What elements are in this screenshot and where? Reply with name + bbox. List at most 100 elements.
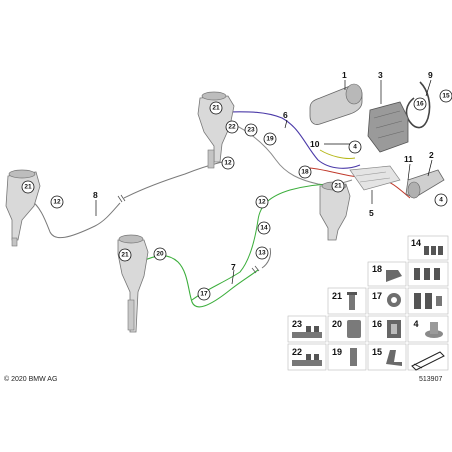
item-number-7: 7 xyxy=(231,262,236,272)
legend-cell-19: 19 xyxy=(327,343,367,371)
leader-6 xyxy=(284,119,288,129)
callout-4-b: 4 xyxy=(434,193,448,207)
svg-text:23: 23 xyxy=(247,127,255,134)
svg-text:12: 12 xyxy=(53,199,61,206)
callout-13: 13 xyxy=(255,246,269,260)
svg-text:21: 21 xyxy=(24,184,32,191)
callout-20: 20 xyxy=(153,247,167,261)
svg-text:22: 22 xyxy=(292,347,302,357)
compressor xyxy=(309,83,363,125)
svg-text:17: 17 xyxy=(372,291,382,301)
svg-text:17: 17 xyxy=(200,291,208,298)
leader-2 xyxy=(427,159,433,177)
svg-text:20: 20 xyxy=(332,319,342,329)
svg-text:21: 21 xyxy=(212,105,220,112)
legend-cell-16: 16 xyxy=(367,315,407,343)
legend-cell-18: 18 xyxy=(367,261,407,287)
svg-text:18: 18 xyxy=(301,169,309,176)
leader-11 xyxy=(407,163,411,181)
air-line-7 xyxy=(139,255,259,308)
air-line-7-up xyxy=(191,183,335,301)
callout-23: 23 xyxy=(244,123,258,137)
legend-cell-22: 22 xyxy=(287,343,327,371)
callout-4-a: 4 xyxy=(348,140,362,154)
item-number-10: 10 xyxy=(310,139,320,149)
air-strut-rear-left xyxy=(5,169,41,247)
callout-18: 18 xyxy=(298,165,312,179)
svg-text:23: 23 xyxy=(292,319,302,329)
svg-text:19: 19 xyxy=(266,136,274,143)
svg-text:4: 4 xyxy=(439,197,443,204)
svg-text:21: 21 xyxy=(334,183,342,190)
copyright: © 2020 BMW AG xyxy=(4,375,57,383)
air-line-8-right xyxy=(123,161,223,199)
callout-14: 14 xyxy=(257,221,271,235)
air-strut-front-right xyxy=(197,91,235,169)
svg-text:13: 13 xyxy=(258,250,266,257)
callout-19: 19 xyxy=(263,132,277,146)
callout-21-left: 21 xyxy=(21,180,35,194)
leader-9 xyxy=(425,79,432,97)
callout-21-top: 21 xyxy=(209,101,223,115)
hose-9 xyxy=(405,81,431,129)
callout-12-mid: 12 xyxy=(221,156,235,170)
air-line-yellow xyxy=(319,149,356,159)
item-number-11: 11 xyxy=(404,154,413,164)
item-number-1: 1 xyxy=(342,70,347,80)
svg-text:4: 4 xyxy=(413,319,418,329)
callout-16: 16 xyxy=(413,97,427,111)
svg-text:14: 14 xyxy=(411,238,421,248)
air-reservoir xyxy=(405,169,445,199)
svg-text:21: 21 xyxy=(121,252,129,259)
svg-text:14: 14 xyxy=(260,225,268,232)
parts-legend: 14 18 21 17 23 xyxy=(287,235,449,371)
item-number-9: 9 xyxy=(428,70,433,80)
item-number-2: 2 xyxy=(429,150,434,160)
valve-block xyxy=(367,101,409,153)
svg-text:16: 16 xyxy=(416,101,424,108)
item-number-8: 8 xyxy=(93,190,98,200)
svg-text:22: 22 xyxy=(228,124,236,131)
svg-text:16: 16 xyxy=(372,319,382,329)
break-mark-a xyxy=(117,194,126,203)
item-number-5: 5 xyxy=(369,208,374,218)
legend-cell-23: 23 xyxy=(287,315,327,343)
callout-17: 17 xyxy=(197,287,211,301)
item-number-3: 3 xyxy=(378,70,383,80)
callout-21-right: 21 xyxy=(331,179,345,193)
air-line-12-upper xyxy=(221,119,353,186)
air-line-8 xyxy=(29,199,121,239)
item-number-6: 6 xyxy=(283,110,288,120)
svg-text:15: 15 xyxy=(372,347,382,357)
mounting-bracket xyxy=(349,165,401,191)
svg-text:4: 4 xyxy=(353,144,357,151)
callout-22: 22 xyxy=(225,120,239,134)
legend-cell-15: 15 xyxy=(367,343,407,371)
callout-15: 15 xyxy=(439,89,452,103)
break-mark-b xyxy=(251,265,260,274)
callout-12-green: 12 xyxy=(255,195,269,209)
air-strut-front-left xyxy=(117,234,149,333)
svg-text:15: 15 xyxy=(442,93,450,100)
callout-12-left: 12 xyxy=(50,195,64,209)
svg-text:12: 12 xyxy=(224,160,232,167)
svg-text:19: 19 xyxy=(332,347,342,357)
legend-cell-blank-a xyxy=(407,261,449,287)
legend-cell-blank-c xyxy=(407,343,449,371)
callout-21-front: 21 xyxy=(118,248,132,262)
legend-cell-4: 4 xyxy=(407,315,449,343)
legend-cell-blank-b xyxy=(407,287,449,315)
svg-text:21: 21 xyxy=(332,291,342,301)
air-line-grey-front xyxy=(261,247,271,269)
legend-cell-14: 14 xyxy=(407,235,449,261)
legend-cell-20: 20 xyxy=(327,315,367,343)
air-line-6 xyxy=(221,111,361,169)
svg-text:20: 20 xyxy=(156,251,164,258)
legend-cell-17: 17 xyxy=(367,287,407,315)
leader-7 xyxy=(231,269,235,285)
svg-text:12: 12 xyxy=(258,199,266,206)
drawing-number: 513907 xyxy=(419,376,442,383)
legend-cell-21: 21 xyxy=(327,287,367,315)
svg-text:18: 18 xyxy=(372,264,382,274)
